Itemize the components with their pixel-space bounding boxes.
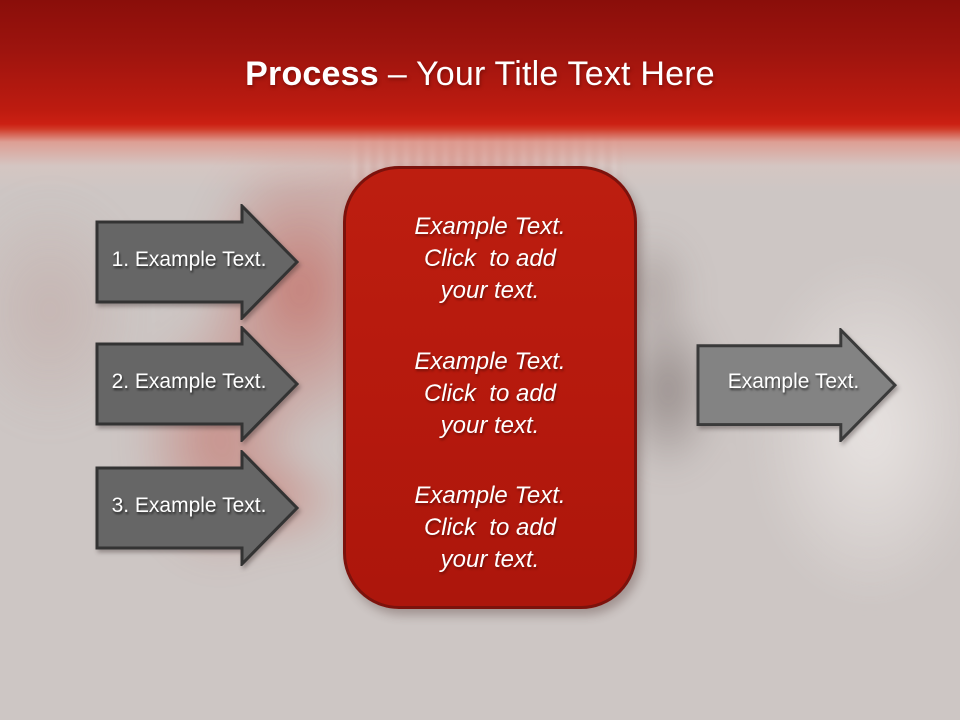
text-line: Example Text. — [414, 482, 566, 509]
text-line: your text. — [440, 546, 540, 573]
example-paragraph-1: Example Text. Click to add your text. — [356, 211, 624, 307]
example-paragraph-3: Example Text. Click to add your text. — [356, 480, 624, 576]
arrow-label: 2. Example Text. — [111, 370, 267, 393]
text-line: your text. — [440, 411, 540, 439]
arrow-label: 3. Example Text. — [111, 494, 267, 517]
title-bold-text: Process — [245, 55, 379, 93]
example-paragraph-2: Example Text. Click to add your text. — [356, 346, 624, 442]
text-line: Example Text. — [414, 347, 566, 375]
process-step-2-arrow[interactable]: 2. Example Text. — [95, 326, 299, 442]
example-text-box[interactable]: Example Text. Click to add your text. Ex… — [343, 166, 637, 609]
arrow-label: Example Text. — [727, 370, 860, 393]
text-line: Example Text. — [414, 213, 566, 240]
text-line: Click to add — [423, 514, 557, 541]
arrow-label: 1. Example Text. — [111, 248, 267, 271]
title-rest-text: – Your Title Text Here — [387, 55, 715, 93]
slide-title: Process– Your Title Text Here — [0, 53, 960, 95]
text-line: your text. — [440, 277, 540, 304]
text-line: Click to add — [423, 379, 557, 407]
process-step-3-arrow[interactable]: 3. Example Text. — [95, 450, 299, 566]
text-line: Click to add — [423, 245, 557, 272]
process-step-1-arrow[interactable]: 1. Example Text. — [95, 204, 299, 320]
output-arrow[interactable]: Example Text. — [696, 328, 897, 443]
